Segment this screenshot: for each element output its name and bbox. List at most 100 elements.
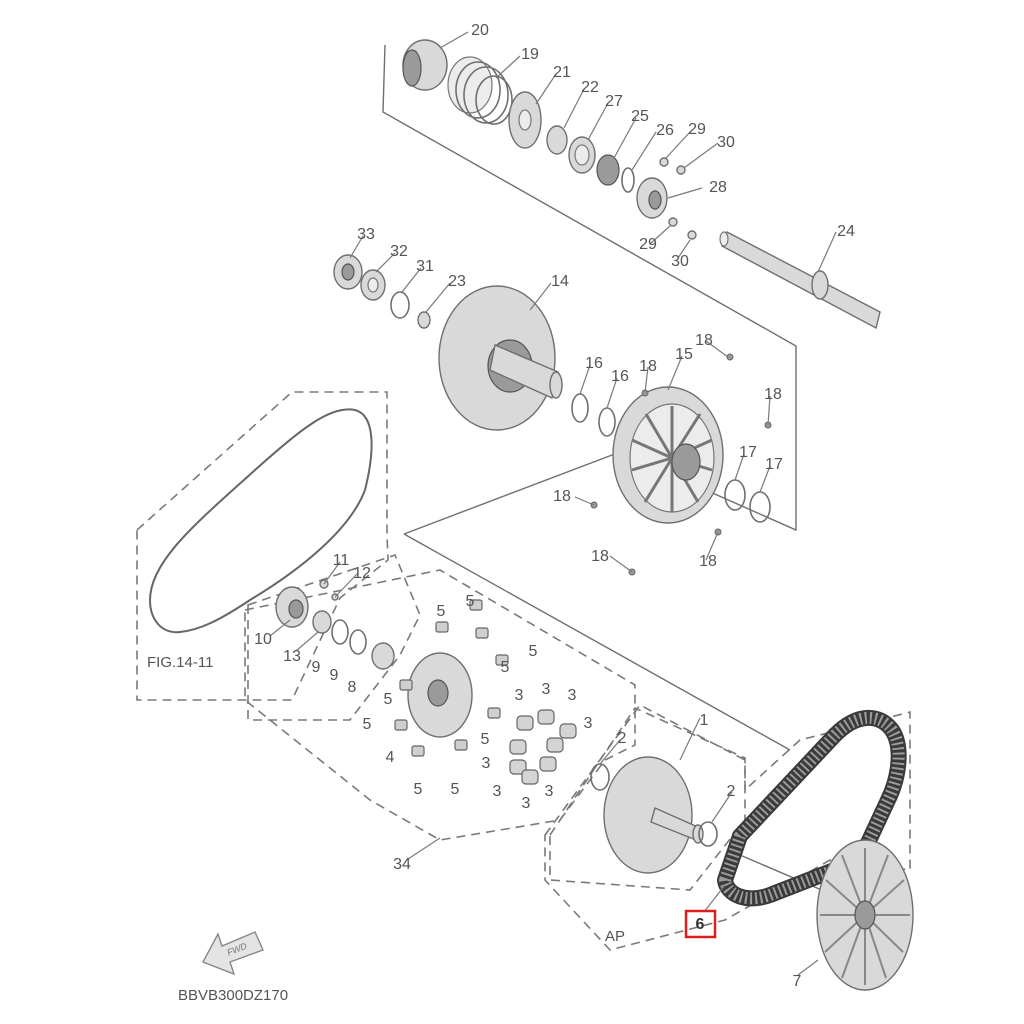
part-29-pin-lower <box>668 217 678 227</box>
drawing-code-label: BBVB300DZ170 <box>178 987 288 1004</box>
callout-30-upper: 30 <box>717 134 735 151</box>
part-21-hole <box>518 109 532 131</box>
part-19-spring <box>447 56 513 125</box>
callout-5-i: 5 <box>501 659 510 676</box>
callout-34: 34 <box>393 856 411 873</box>
callout-29-upper: 29 <box>688 121 706 138</box>
crankcase-cover-dashed-box <box>136 391 389 701</box>
callout-18-e: 18 <box>591 548 609 565</box>
part-30-bolt <box>676 165 686 175</box>
part-30-bolt-lower <box>687 230 697 240</box>
callout-1: 1 <box>700 712 709 729</box>
part-16-oring-a <box>571 393 589 423</box>
callout-5-d: 5 <box>384 691 393 708</box>
callout-5-h: 5 <box>451 781 460 798</box>
leader-lines <box>269 31 837 976</box>
callout-18-d: 18 <box>553 488 571 505</box>
part-6-v-belt <box>717 709 907 907</box>
part-2-ring-b <box>698 821 718 847</box>
part-22-ring <box>546 125 568 155</box>
callout-32: 32 <box>390 243 408 260</box>
callout-18-a: 18 <box>639 358 657 375</box>
part-3-rollers <box>509 709 577 785</box>
callout-3-g: 3 <box>522 795 531 812</box>
callout-4: 4 <box>386 749 395 766</box>
callout-7: 7 <box>793 973 802 990</box>
assembly-ap-label: AP <box>605 928 625 945</box>
callout-33: 33 <box>357 226 375 243</box>
callout-3-c: 3 <box>568 687 577 704</box>
part-1-movable-sheave <box>603 756 704 874</box>
upper-assembly-frame <box>382 44 797 535</box>
callout-22: 22 <box>581 79 599 96</box>
callout-18-b: 18 <box>695 332 713 349</box>
callout-29-lower: 29 <box>639 236 657 253</box>
callout-16-b: 16 <box>611 368 629 385</box>
callout-14: 14 <box>551 273 569 290</box>
callout-18-f: 18 <box>699 553 717 570</box>
callout-6: 6 <box>696 916 705 933</box>
part-24-shaft <box>719 231 881 330</box>
callout-5-b: 5 <box>466 593 475 610</box>
callout-3-h: 3 <box>545 783 554 800</box>
part-4-cam-plate <box>394 599 509 757</box>
part-7-primary-fixed-sheave <box>816 839 914 991</box>
ap-dashed-box <box>544 703 911 951</box>
callout-5-f: 5 <box>481 731 490 748</box>
callout-9-a: 9 <box>312 659 321 676</box>
callout-25: 25 <box>631 108 649 125</box>
part-29-pin <box>659 157 669 167</box>
callout-30-lower: 30 <box>671 253 689 270</box>
primary-sheave-dashed-box <box>244 569 636 841</box>
callout-3-d: 3 <box>584 715 593 732</box>
callout-27: 27 <box>605 93 623 110</box>
callout-28: 28 <box>709 179 727 196</box>
callout-5-g: 5 <box>414 781 423 798</box>
part-23-collar <box>417 311 431 329</box>
callout-10: 10 <box>254 631 272 648</box>
part-16-oring-b <box>598 407 616 437</box>
callout-3-b: 3 <box>542 681 551 698</box>
callout-31: 31 <box>416 258 434 275</box>
callout-5-e: 5 <box>363 716 372 733</box>
callout-11: 11 <box>333 552 350 569</box>
fwd-arrow-icon: FWD <box>202 931 264 976</box>
part-9-ring-a <box>331 619 349 645</box>
callout-26: 26 <box>656 122 674 139</box>
part-17-ring-a <box>724 479 746 511</box>
part-15-sliding-sheave <box>612 386 724 524</box>
callout-23: 23 <box>448 273 466 290</box>
callout-3-e: 3 <box>482 755 491 772</box>
callout-5-c: 5 <box>529 643 538 660</box>
callout-16-a: 16 <box>585 355 603 372</box>
callout-9-b: 9 <box>330 667 339 684</box>
crankcase-cover-gasket <box>148 408 373 634</box>
callout-2-a: 2 <box>618 730 627 747</box>
figure-reference-label: FIG.14-11 <box>147 654 213 671</box>
callout-19: 19 <box>521 46 539 63</box>
part-8-collar <box>371 642 395 670</box>
callout-24: 24 <box>837 223 855 240</box>
callout-6-highlight-box <box>684 909 717 939</box>
callout-12: 12 <box>353 565 371 582</box>
part-17-ring-b <box>749 491 771 523</box>
part-9-ring-b <box>349 629 367 655</box>
part-26-circlip <box>621 167 635 193</box>
part-14-fixed-sheave <box>438 285 563 431</box>
callout-17-a: 17 <box>739 444 757 461</box>
callout-13: 13 <box>283 648 301 665</box>
callout-21: 21 <box>553 64 571 81</box>
part-31-circlip <box>390 291 410 319</box>
callout-8: 8 <box>348 679 357 696</box>
callout-3-a: 3 <box>515 687 524 704</box>
callout-5-a: 5 <box>437 603 446 620</box>
callout-2-b: 2 <box>727 783 736 800</box>
part-13-seal <box>312 610 332 634</box>
callout-17-b: 17 <box>765 456 783 473</box>
callout-18-c: 18 <box>764 386 782 403</box>
part-25-bearing <box>596 154 620 186</box>
callout-3-f: 3 <box>493 783 502 800</box>
callout-20: 20 <box>471 22 489 39</box>
callout-15: 15 <box>675 346 693 363</box>
